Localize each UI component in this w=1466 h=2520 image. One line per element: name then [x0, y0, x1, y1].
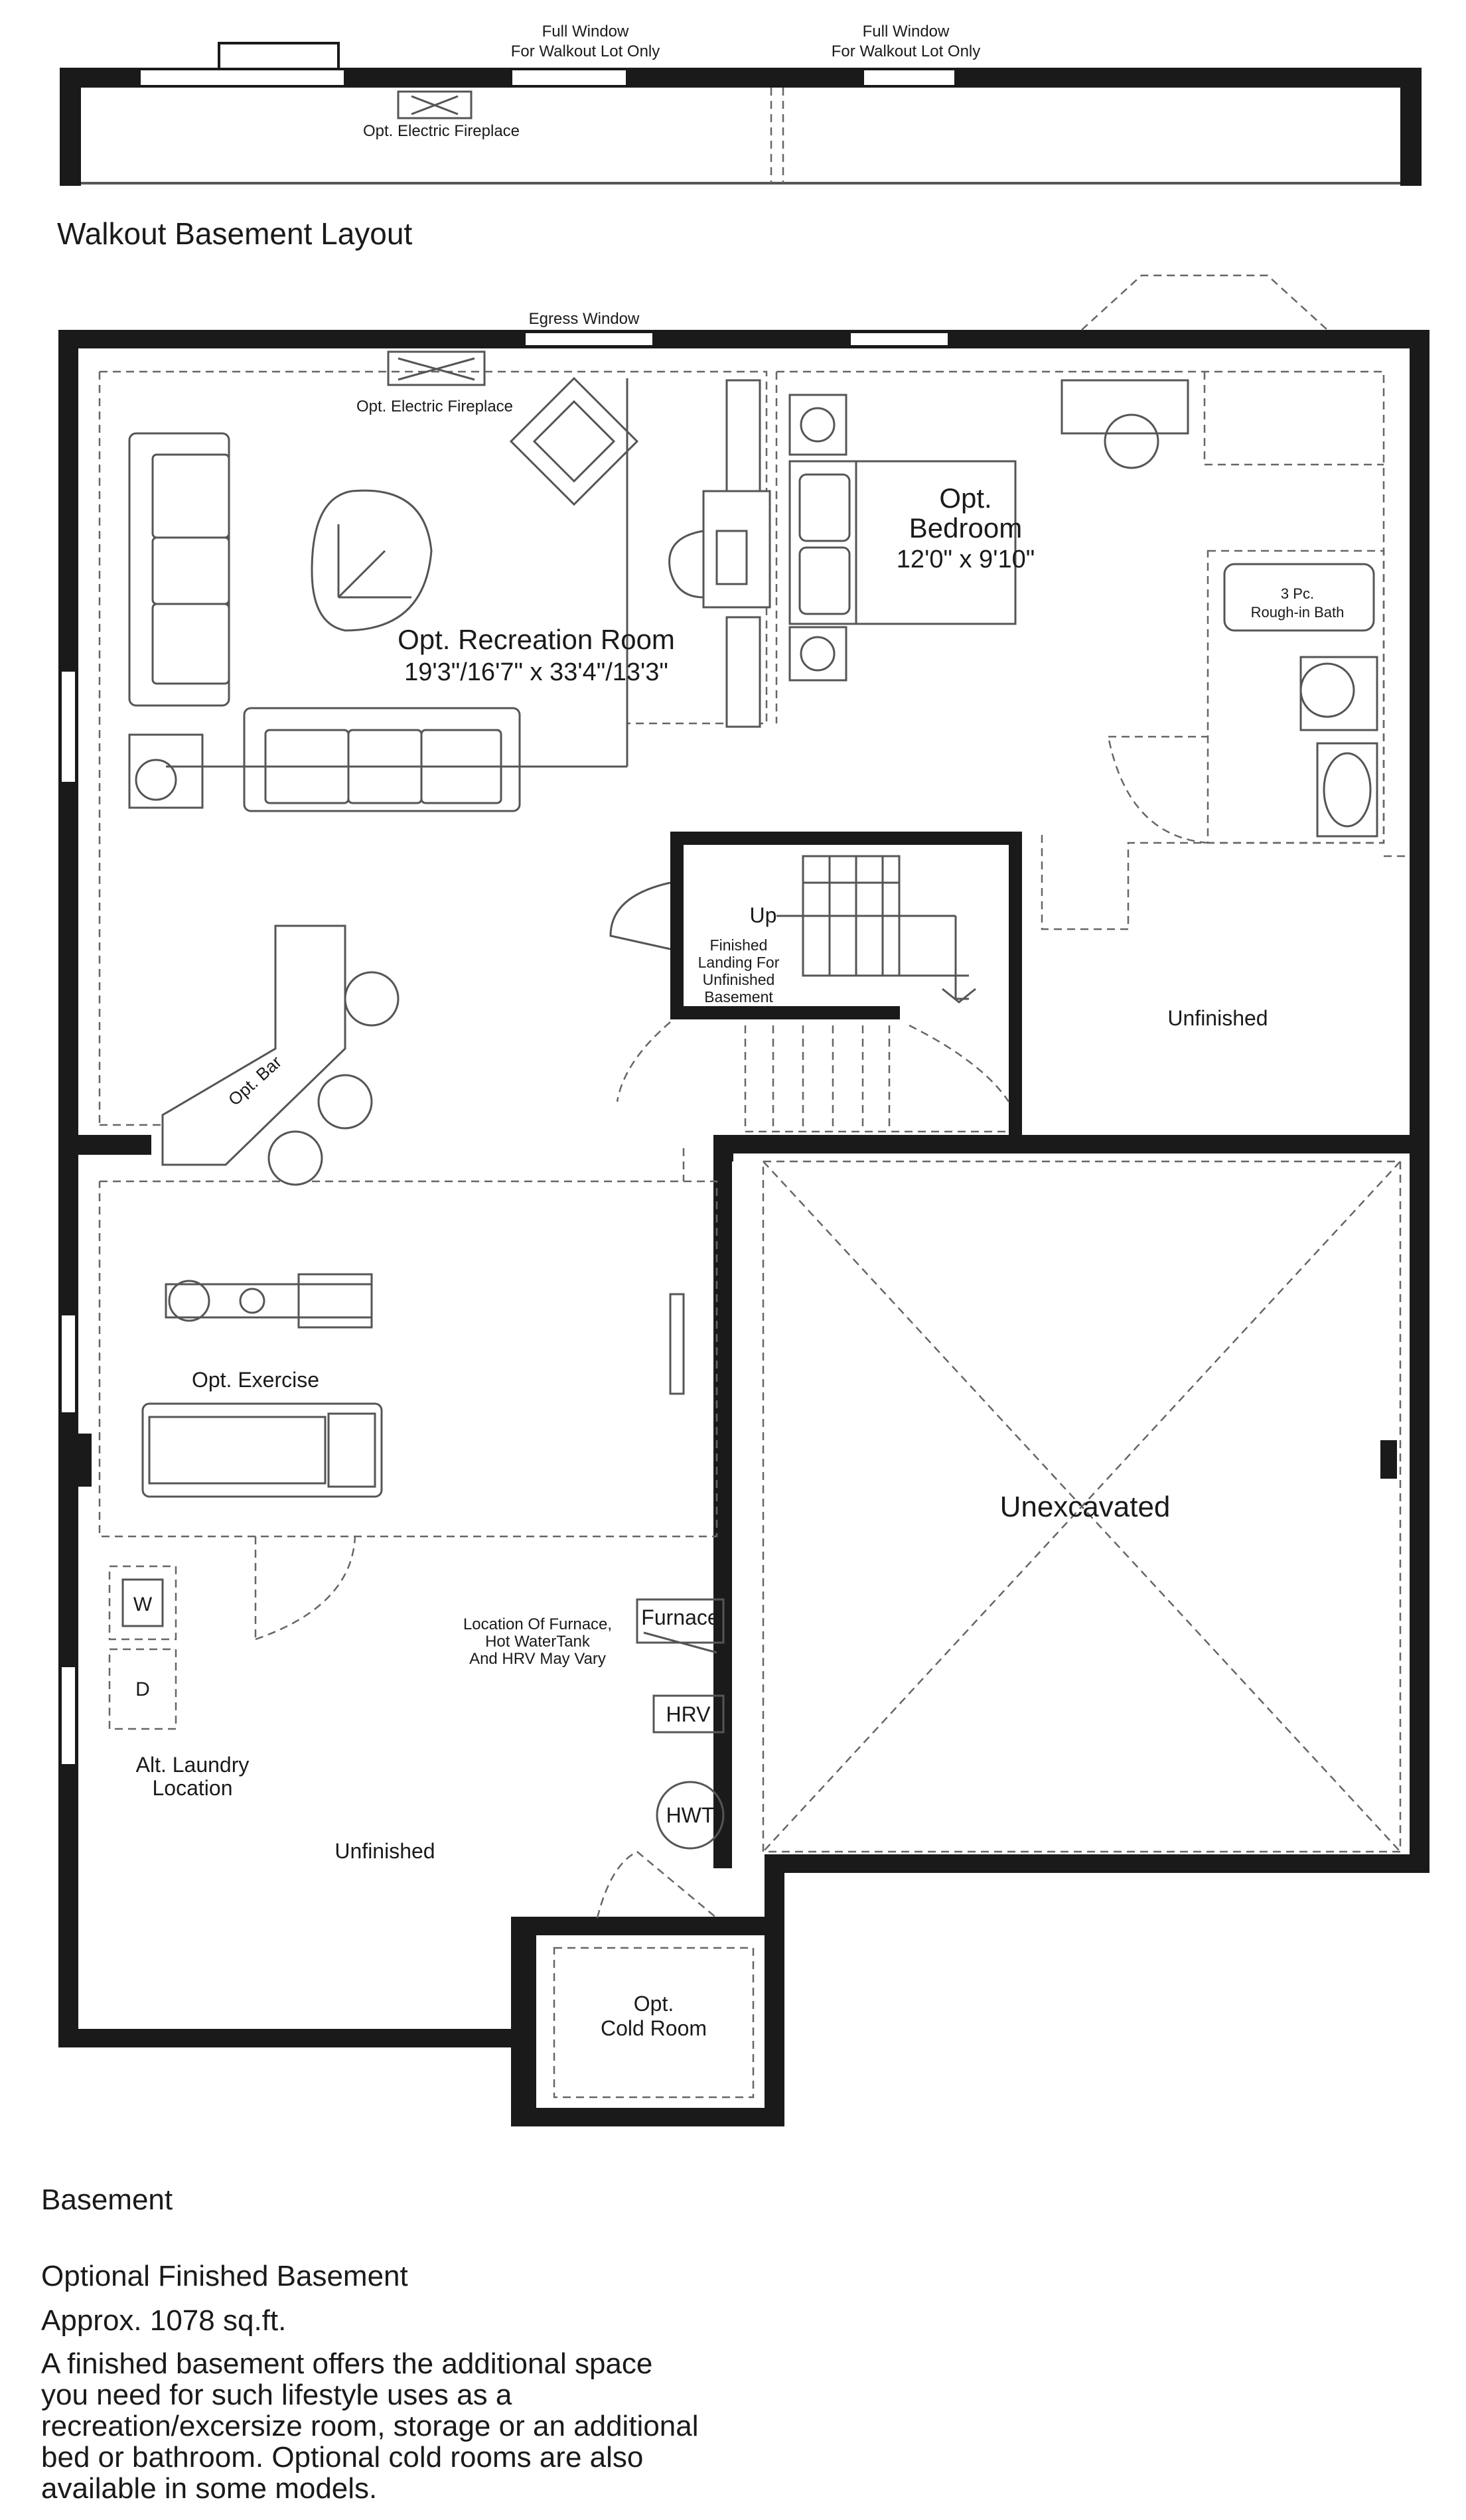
side-table — [128, 733, 204, 809]
hrv-label: HRV — [666, 1702, 711, 1726]
bar-counter — [161, 925, 346, 1166]
dryer — [108, 1648, 177, 1730]
washer — [108, 1565, 177, 1641]
bay-window — [1081, 274, 1328, 331]
laundry-label-2: Location — [153, 1776, 233, 1800]
elevation-window-right-label-2: For Walkout Lot Only — [832, 42, 981, 60]
stairs — [609, 855, 1010, 1133]
elevation-wall-right — [1400, 68, 1422, 186]
elevation-top-window — [218, 42, 340, 71]
furnace-note-2: Hot WaterTank — [485, 1633, 591, 1651]
elevation-fireplace-label: Opt. Electric Fireplace — [363, 122, 520, 140]
furnace-note-3: And HRV May Vary — [469, 1650, 606, 1668]
bedroom-label-1: Opt. — [939, 482, 991, 514]
armchair — [509, 376, 639, 506]
cold-room-label-1: Opt. — [634, 1992, 674, 2016]
footer-area: Approx. 1078 sq.ft. — [41, 2304, 287, 2337]
elevation-window-right-label-1: Full Window — [863, 23, 950, 40]
left-window-2 — [59, 1313, 78, 1415]
outer-walls — [58, 330, 1429, 2126]
egress-window-label: Egress Window — [529, 310, 640, 328]
bar-stool-3 — [267, 1130, 323, 1186]
unfinished-right-label: Unfinished — [1167, 1006, 1268, 1030]
landing-label-3: Unfinished — [703, 971, 775, 988]
laundry-mechanical — [108, 1565, 725, 1919]
toilet — [1316, 742, 1378, 838]
recreation-room-label: Opt. Recreation Room — [398, 624, 675, 655]
footer-title: Basement — [41, 2184, 173, 2216]
dryer-label: D — [135, 1678, 150, 1700]
nightstand-top — [788, 394, 847, 456]
unexcavated-area — [762, 1160, 1402, 1853]
fireplace-label: Opt. Electric Fireplace — [356, 398, 513, 415]
left-window-3 — [59, 1665, 78, 1767]
rec-room-furniture — [128, 350, 639, 1186]
left-window-1 — [59, 669, 78, 784]
sofa-left — [128, 432, 230, 707]
elevation-section: Full Window For Walkout Lot Only Full Wi… — [60, 23, 1422, 186]
treadmill — [141, 1402, 383, 1498]
hwt-label: HWT — [666, 1803, 715, 1827]
bathtub — [1223, 563, 1375, 632]
bar-stool-2 — [317, 1074, 373, 1130]
landing-label-4: Basement — [704, 988, 773, 1005]
elevation-wall-left — [60, 68, 81, 186]
laundry-label-1: Alt. Laundry — [136, 1753, 250, 1777]
plan-labels: Egress Window Opt. Electric Fireplace Op… — [133, 310, 1344, 2040]
elevation-window-left-label-2: For Walkout Lot Only — [511, 42, 660, 60]
bath-label-2: Rough-in Bath — [1251, 604, 1345, 621]
hrv-box — [652, 1694, 725, 1734]
section-title: Walkout Basement Layout — [57, 216, 412, 251]
fireplace — [387, 350, 486, 386]
elevation-window-left — [138, 68, 346, 88]
elevation-window-right — [861, 68, 957, 88]
desk — [702, 490, 771, 609]
elevation-window-center — [510, 68, 628, 88]
exercise-bike — [165, 1283, 373, 1319]
elevation-fireplace-icon — [397, 90, 473, 119]
cold-room-label-2: Cold Room — [601, 2016, 707, 2040]
coffee-table — [311, 489, 433, 632]
hwt-circle — [656, 1781, 725, 1850]
footer-description: A finished basement offers the additiona… — [41, 2347, 699, 2505]
unfinished-left-label: Unfinished — [334, 1839, 435, 1863]
bedroom-desk — [1061, 379, 1189, 435]
bedroom-window — [848, 331, 950, 348]
bedroom-furniture — [668, 379, 1189, 728]
sofa-bottom — [243, 707, 521, 812]
bar-stool-1 — [344, 971, 400, 1027]
bath-label-1: 3 Pc. — [1281, 585, 1314, 602]
bath-fixtures — [1107, 563, 1378, 844]
stair-up-label: Up — [750, 903, 777, 927]
bed — [788, 460, 1017, 625]
landing-label-2: Landing For — [698, 954, 780, 971]
bedroom-dims: 12'0" x 9'10" — [897, 546, 1035, 573]
unexcavated-label: Unexcavated — [1000, 1491, 1171, 1523]
landing-label-1: Finished — [710, 936, 768, 954]
footer-subtitle: Optional Finished Basement — [41, 2260, 408, 2292]
exercise-equipment — [141, 1273, 685, 1641]
egress-window — [523, 331, 655, 348]
exercise-label: Opt. Exercise — [192, 1368, 319, 1392]
furnace-label: Furnace — [641, 1605, 719, 1629]
nightstand-bottom — [788, 626, 847, 682]
recreation-room-dims: 19'3"/16'7" x 33'4"/13'3" — [404, 658, 668, 686]
elevation-window-left-label-1: Full Window — [542, 23, 629, 40]
bedroom-label-2: Bedroom — [909, 512, 1022, 544]
washer-label: W — [133, 1594, 153, 1615]
furnace-note-1: Location Of Furnace, — [463, 1615, 612, 1633]
